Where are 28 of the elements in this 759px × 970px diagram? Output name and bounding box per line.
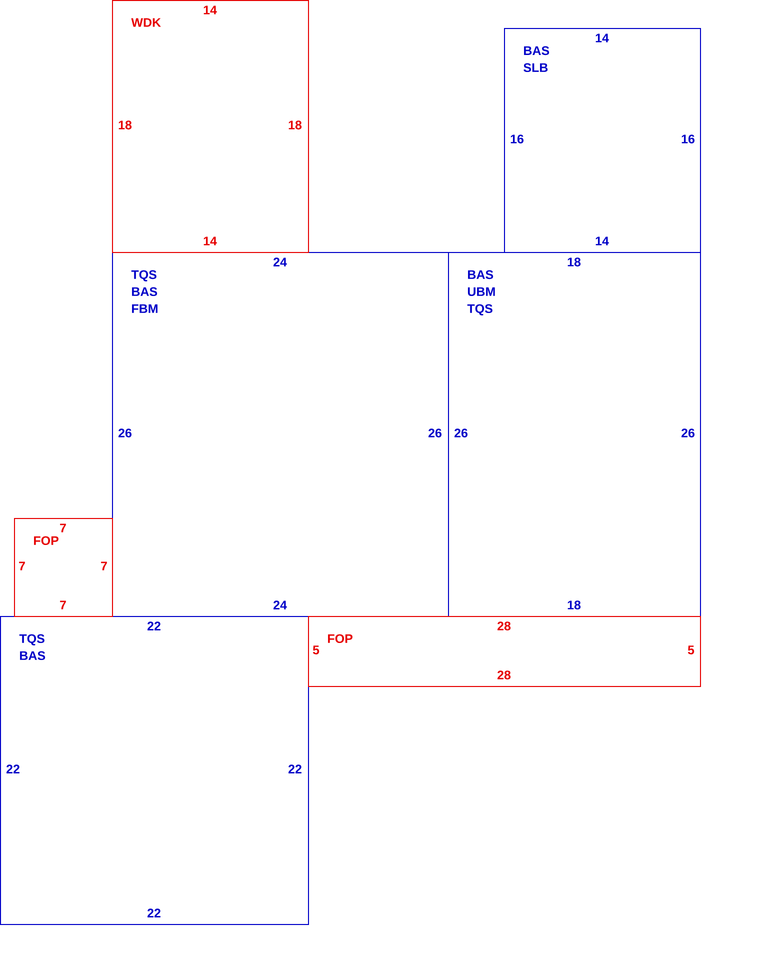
dimension-label: 16 [510,134,524,144]
dimension-label: 14 [204,236,217,246]
dimension-label: 24 [273,258,287,266]
dimension-label: 26 [681,428,694,438]
dimension-label: 26 [454,428,468,438]
dimension-label: 14 [204,6,217,14]
dimension-label: 18 [568,258,581,266]
dimension-label: 14 [596,34,609,42]
dimension-label: 7 [19,562,25,570]
dimension-label: 14 [596,236,609,246]
dimension-label: 5 [312,646,320,654]
dimension-label: 26 [118,428,132,438]
dimension-label: 7 [101,562,107,570]
dimension-label: 5 [688,646,694,654]
dimension-label: 18 [118,120,132,130]
dimension-label: 22 [147,908,160,918]
dimension-label: 28 [497,670,511,680]
dimension-label: 22 [288,764,302,774]
dimension-label: 22 [147,622,160,630]
dimension-label: 24 [273,600,287,610]
dimension-label: 26 [428,428,442,438]
dimension-label: 7 [60,600,66,610]
dimension-label: 28 [497,622,511,630]
dimension-label: 22 [6,764,20,774]
dimension-label: 18 [288,120,302,130]
dimension-label: 18 [568,600,581,610]
dimension-label: 16 [682,134,694,144]
dimension-label: 7 [60,524,66,532]
